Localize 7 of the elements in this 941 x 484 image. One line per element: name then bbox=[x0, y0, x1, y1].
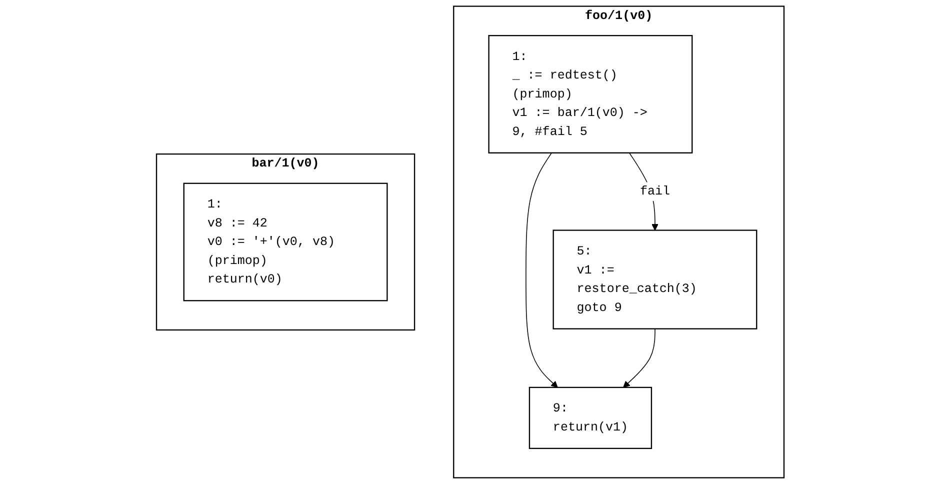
node-box: 1: _ := redtest() (primop) v1 := bar/1(v0) -> 9, #fail 5 bbox=[488, 34, 693, 154]
arrow bbox=[526, 152, 558, 388]
node-box: 1: v8 := 42 v0 := '+'(v0, v8) (primop) return(v0) bbox=[184, 182, 388, 302]
arrow bbox=[623, 328, 656, 388]
node-box: 9: return(v1) bbox=[529, 386, 652, 450]
edge-label: fail bbox=[640, 184, 670, 199]
node-box: 5: v1 := restore_catch(3) goto 9 bbox=[553, 230, 758, 330]
